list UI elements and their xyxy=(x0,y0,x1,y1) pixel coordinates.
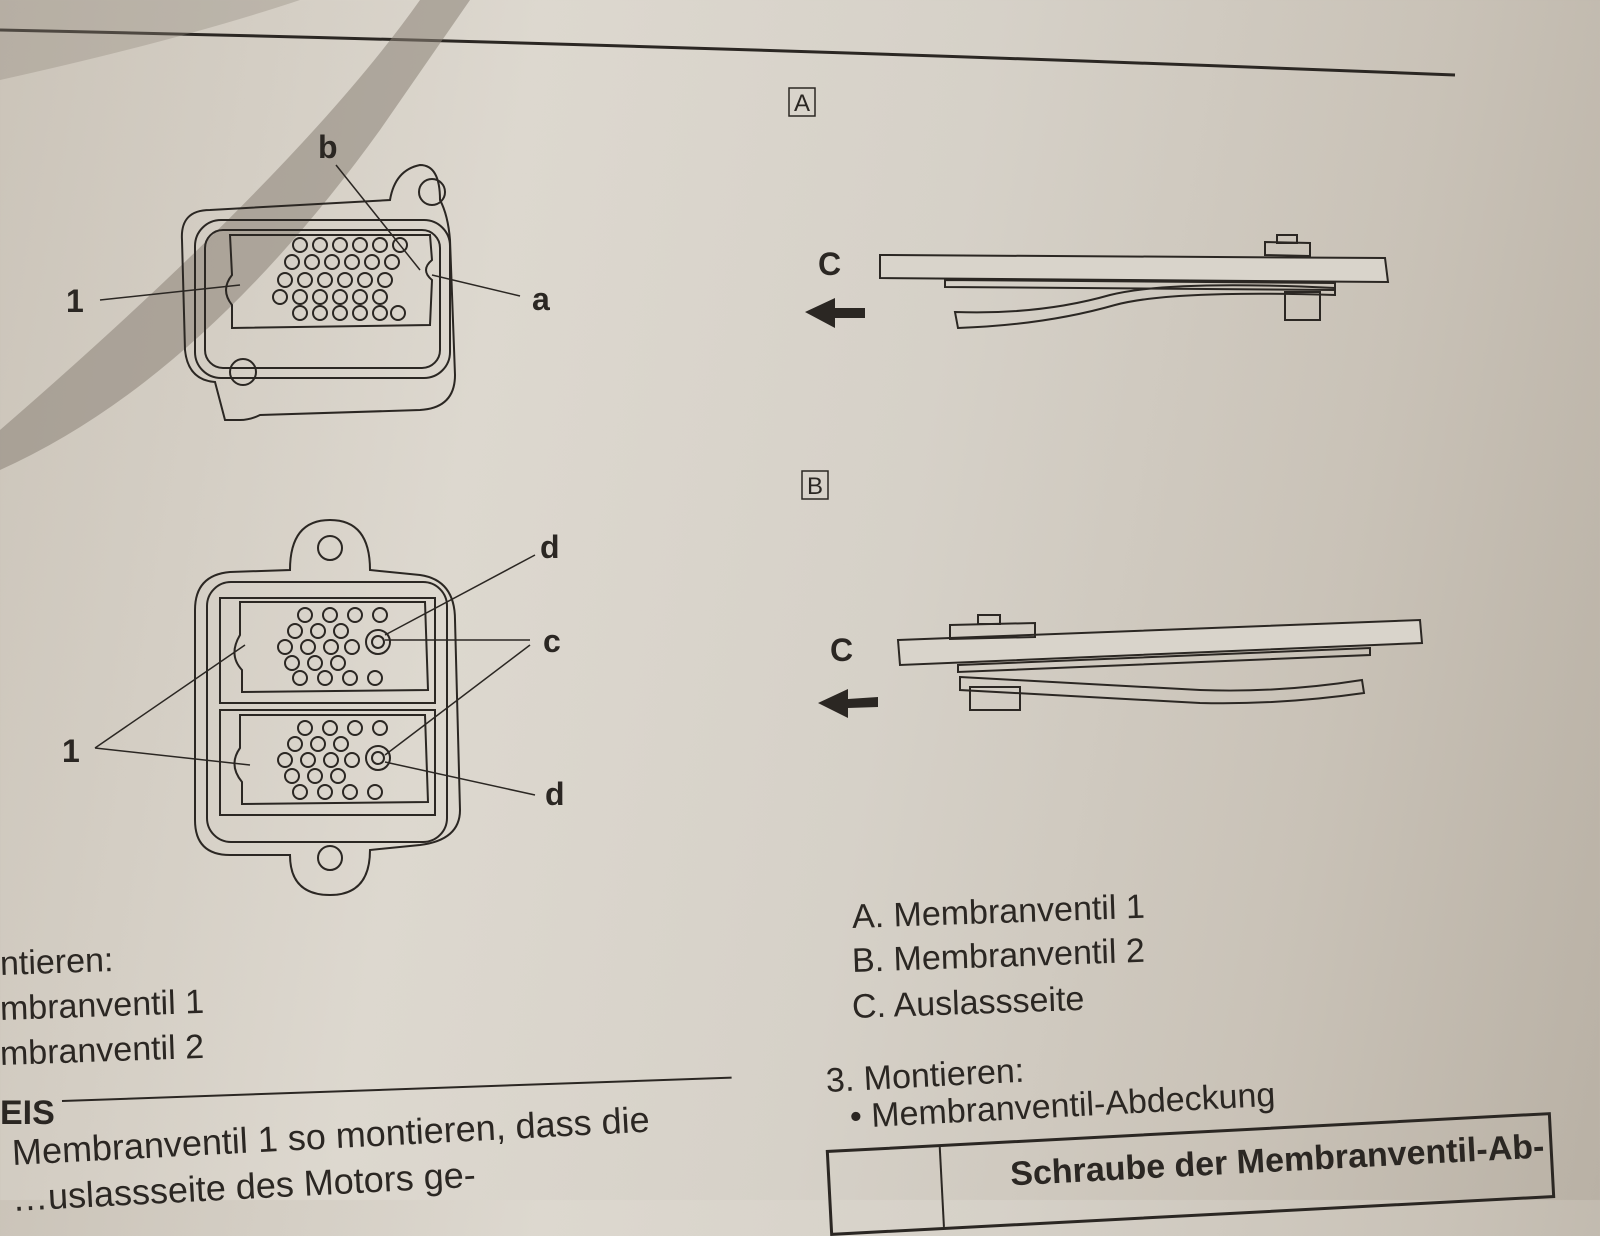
panel-a-side-view: A C xyxy=(788,87,1390,330)
label-c: c xyxy=(543,623,561,659)
port-hole xyxy=(300,639,316,655)
port-hole xyxy=(287,623,303,639)
port-hole xyxy=(287,736,303,752)
port-hole xyxy=(310,736,326,752)
port-hole xyxy=(344,639,360,655)
port-hole xyxy=(337,272,353,288)
port-hole xyxy=(372,305,388,321)
arrow-left-icon xyxy=(818,689,878,718)
port-hole xyxy=(333,736,349,752)
port-hole xyxy=(307,768,323,784)
port-hole xyxy=(292,237,308,253)
port-hole xyxy=(297,272,313,288)
port-hole xyxy=(352,237,368,253)
table-cell: Schraube der Membranventil-Ab- xyxy=(1009,1127,1546,1194)
port-hole xyxy=(330,768,346,784)
port-hole xyxy=(367,670,383,686)
port-hole xyxy=(367,784,383,800)
port-hole xyxy=(272,289,288,305)
port-hole xyxy=(277,639,293,655)
instruction-line: mbranventil 2 xyxy=(0,1027,205,1073)
port-hole xyxy=(312,289,328,305)
port-hole xyxy=(372,289,388,305)
port-hole xyxy=(297,607,313,623)
reed-valve-diagram-bottom: d c d 1 xyxy=(62,518,565,897)
port-hole xyxy=(317,784,333,800)
port-hole xyxy=(332,289,348,305)
port-hole xyxy=(352,289,368,305)
port-hole xyxy=(372,237,388,253)
panel-a-box: A xyxy=(794,90,810,117)
port-hole xyxy=(342,670,358,686)
header-rule xyxy=(0,28,1456,77)
port-hole xyxy=(304,254,320,270)
arrow-left-icon xyxy=(805,298,865,328)
port-hole xyxy=(390,305,406,321)
port-hole xyxy=(344,254,360,270)
label-b: b xyxy=(318,129,338,165)
port-hole xyxy=(323,639,339,655)
port-hole xyxy=(292,289,308,305)
port-hole xyxy=(357,272,373,288)
port-hole xyxy=(364,254,380,270)
port-hole xyxy=(377,272,393,288)
port-hole xyxy=(284,254,300,270)
port-hole xyxy=(330,655,346,671)
port-hole xyxy=(322,607,338,623)
port-hole xyxy=(347,607,363,623)
label-1: 1 xyxy=(66,283,84,319)
note-rule xyxy=(61,1076,732,1102)
port-hole xyxy=(317,272,333,288)
port-hole xyxy=(300,752,316,768)
legend-item-a: A. Membranventil 1 xyxy=(851,887,1146,936)
port-hole xyxy=(324,254,340,270)
port-hole xyxy=(310,623,326,639)
port-hole xyxy=(342,784,358,800)
reed-valve-diagram-top: b a 1 xyxy=(66,129,550,422)
note-heading: EIS xyxy=(0,1094,55,1132)
port-hole xyxy=(372,607,388,623)
port-hole xyxy=(277,752,293,768)
port-hole xyxy=(284,768,300,784)
panel-b-box: B xyxy=(807,473,823,500)
port-hole xyxy=(312,237,328,253)
port-hole xyxy=(333,623,349,639)
instruction-line: mbranventil 1 xyxy=(0,982,205,1028)
port-hole xyxy=(292,784,308,800)
port-hole xyxy=(322,720,338,736)
label-1: 1 xyxy=(62,733,80,769)
port-hole xyxy=(292,305,308,321)
label-c: C xyxy=(818,246,841,282)
port-hole xyxy=(323,752,339,768)
port-hole xyxy=(292,670,308,686)
label-d-top: d xyxy=(540,529,560,565)
panel-b-side-view: B C xyxy=(801,470,1424,718)
legend-item-c: C. Auslassseite xyxy=(851,979,1085,1026)
port-hole xyxy=(297,720,313,736)
port-hole xyxy=(284,655,300,671)
port-hole xyxy=(392,237,408,253)
port-hole xyxy=(277,272,293,288)
legend-item-b: B. Membranventil 2 xyxy=(851,931,1146,980)
port-hole xyxy=(352,305,368,321)
port-hole xyxy=(344,752,360,768)
instruction-line: ntieren: xyxy=(0,941,114,983)
label-d-bottom: d xyxy=(545,776,565,812)
port-hole xyxy=(307,655,323,671)
port-hole xyxy=(312,305,328,321)
port-hole xyxy=(332,305,348,321)
port-hole xyxy=(347,720,363,736)
port-hole xyxy=(372,720,388,736)
port-hole xyxy=(384,254,400,270)
label-a: a xyxy=(532,281,550,317)
port-hole xyxy=(332,237,348,253)
label-c: C xyxy=(830,632,853,668)
port-hole xyxy=(317,670,333,686)
